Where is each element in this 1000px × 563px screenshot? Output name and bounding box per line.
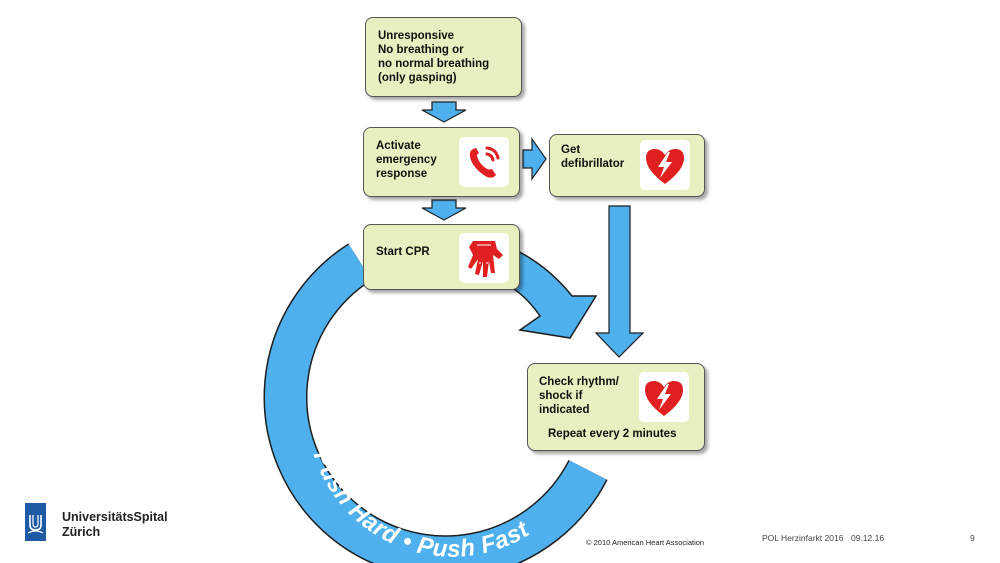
phone-icon (459, 137, 509, 187)
arrow-down-long (594, 205, 645, 358)
box-rhythm: Check rhythm/ shock if indicated Repeat … (527, 363, 705, 451)
box-defibrillator: Get defibrillator (549, 134, 705, 197)
logo-mark (25, 503, 46, 541)
box-rhythm-text: Check rhythm/ shock if indicated (539, 376, 619, 416)
box-defibrillator-text: Get defibrillator (561, 144, 625, 170)
box-activate: Activate emergency response (363, 127, 520, 197)
box-activate-text: Activate emergency response (376, 140, 437, 180)
arrow-down-2 (421, 199, 467, 221)
logo-line2: Zürich (62, 525, 101, 539)
box-rhythm-repeat: Repeat every 2 minutes (548, 428, 677, 440)
cycle-ring-fill (265, 244, 607, 563)
date-label: 09.12.16 (851, 533, 885, 543)
course-label: POL Herzinfarkt 2016 (762, 533, 844, 543)
logo-line1: UniversitätsSpital (62, 510, 168, 524)
box-cpr: Start CPR (363, 224, 520, 290)
arrow-down-1 (421, 101, 467, 123)
page-number: 9 (970, 533, 975, 543)
box-cpr-text: Start CPR (376, 246, 430, 258)
cpr-hands-icon (459, 233, 509, 283)
box-unresponsive: Unresponsive No breathing or no normal b… (365, 17, 522, 97)
logo-text: UniversitätsSpital Zürich (62, 510, 168, 540)
copyright: © 2010 American Heart Association (586, 538, 705, 547)
arrow-right (522, 137, 547, 181)
aed-heart-icon (639, 372, 689, 422)
aed-heart-icon (640, 140, 690, 190)
box-unresponsive-text: Unresponsive No breathing or no normal b… (378, 30, 490, 84)
